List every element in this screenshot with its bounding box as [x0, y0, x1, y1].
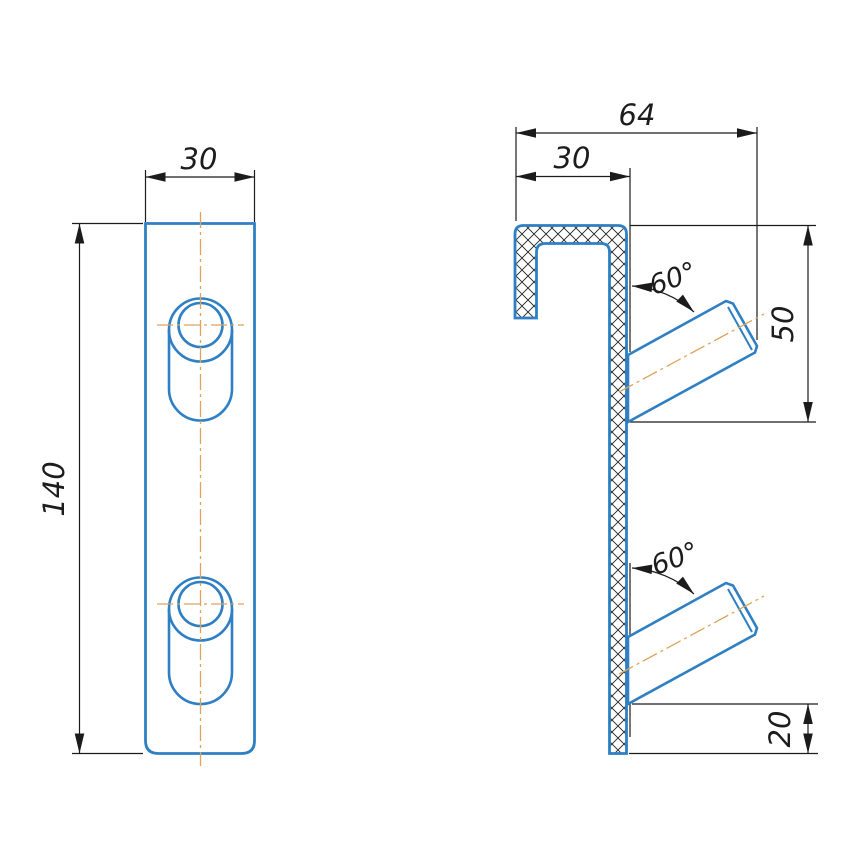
arrowhead	[803, 704, 813, 724]
arrowhead	[676, 576, 698, 598]
front-view: 30 140	[37, 142, 256, 766]
arrowhead	[803, 225, 813, 246]
front-view-centerlines	[157, 212, 244, 766]
arrowhead	[631, 563, 653, 575]
arrowhead	[516, 171, 536, 182]
arrowhead	[803, 402, 813, 422]
arrowhead	[74, 223, 85, 244]
arrowhead	[74, 733, 85, 754]
peg-chamfer-edge	[727, 306, 753, 351]
arrowhead	[610, 171, 630, 182]
hook-depth-dimension-label: 30	[554, 141, 591, 175]
front-width-dimension-label: 30	[181, 142, 218, 176]
total-depth-dimension-label: 64	[619, 98, 656, 132]
peg1-axis-centerline	[618, 313, 765, 393]
arrowhead	[234, 172, 255, 182]
arrowhead	[516, 128, 536, 138]
peg-silhouette	[626, 299, 759, 425]
side-hook-section-outline	[513, 224, 628, 755]
peg1-angle-dimension-label: 60°	[645, 256, 701, 301]
side-peg-1	[626, 299, 759, 425]
arrowhead	[803, 733, 813, 754]
peg2-angle-dimension-label: 60°	[647, 536, 703, 581]
side-peg-2	[626, 581, 759, 707]
arrowhead	[676, 294, 698, 316]
arrowhead	[737, 128, 757, 138]
peg-chamfer-edge	[727, 588, 753, 633]
side-view: 64 30 50 20 60° 60°	[513, 98, 818, 755]
bottom-offset-dimension-label: 20	[763, 711, 797, 748]
peg-drop-dimension-label: 50	[766, 306, 800, 343]
front-height-dimension-label: 140	[37, 461, 71, 516]
side-view-centerlines	[618, 313, 765, 675]
arrowhead	[145, 172, 166, 182]
peg-silhouette	[626, 581, 759, 707]
peg2-axis-centerline	[618, 595, 765, 675]
